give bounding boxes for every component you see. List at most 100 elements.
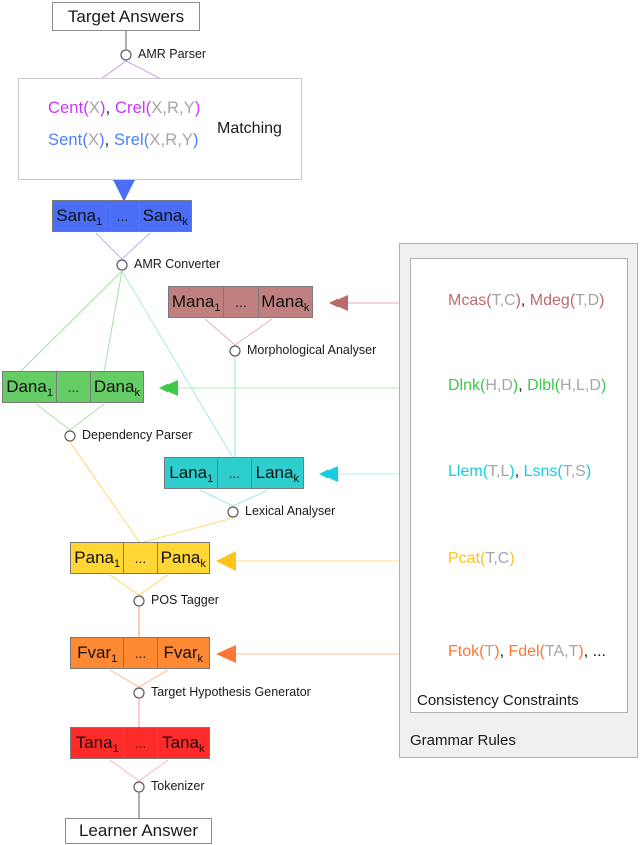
- formula-arg: X,R,Y: [149, 131, 194, 149]
- sequence-cell-first: Lana1: [169, 463, 214, 485]
- formula-arg: T,S: [562, 463, 586, 480]
- formula-fn: Cent: [48, 99, 84, 117]
- formula-arg: T,D: [575, 292, 600, 309]
- node-label-amr-parser: AMR Parser: [138, 47, 207, 61]
- formula-fn: ): [515, 292, 521, 309]
- rule-text-pos-rules: Pcat(T,C): [448, 550, 515, 568]
- node-circle-amr-parser: [120, 49, 132, 61]
- formula-fn: (: [145, 99, 152, 117]
- formula-fn: Mcas: [448, 292, 487, 309]
- formula-arg: X: [88, 99, 100, 117]
- rule-text-lex-rules: Llem(T,L), Lsns(T,S): [448, 463, 591, 481]
- sequence-box-fvar: Fvar1...Fvark: [70, 637, 210, 669]
- matching-title: Matching: [217, 120, 282, 137]
- grammar-rules-label: Grammar Rules: [410, 732, 516, 749]
- rule-text-morph-rules: Mcas(T,C), Mdeg(T,D): [448, 292, 604, 310]
- formula-fn: (: [83, 99, 89, 117]
- sequence-box-dana: Dana1...Danak: [2, 371, 144, 403]
- formula-fn: Srel: [114, 131, 144, 149]
- formula-arg: T,L: [488, 463, 510, 480]
- formula-fn: Ftok: [448, 643, 480, 660]
- matching-predicates-s: Sent(X), Srel(X,R,Y): [48, 131, 199, 150]
- sequence-cell-ellipsis: ...: [56, 372, 90, 402]
- formula-fn: (: [539, 643, 545, 660]
- node-label-pos-tagger: POS Tagger: [151, 593, 219, 607]
- sequence-cell-last: Manak: [257, 287, 312, 317]
- sequence-box-pana: Pana1...Panak: [70, 542, 210, 574]
- consistency-constraints-panel: [410, 258, 628, 713]
- sequence-cell-first: Pana1: [74, 548, 121, 570]
- formula-fn: Sent: [48, 131, 83, 149]
- formula-fn: (: [486, 292, 492, 309]
- formula-comma: ,: [105, 99, 111, 117]
- formula-fn: ): [599, 292, 605, 309]
- node-circle-tokenizer: [133, 781, 145, 793]
- formula-fn: Crel: [114, 99, 146, 117]
- rule-text-dep-rules: Dlnk(H,D), Dlbl(H,L,D): [448, 377, 606, 395]
- sequence-cell-last: Sanak: [138, 201, 191, 231]
- node-circle-lexical: [227, 506, 239, 518]
- formula-fn: Dlnk: [448, 377, 481, 394]
- learner-answer-box: Learner Answer: [65, 818, 212, 844]
- formula-fn: (: [480, 377, 486, 394]
- formula-fn: (: [479, 643, 485, 660]
- node-label-morph: Morphological Analyser: [247, 343, 377, 357]
- formula-arg: T: [484, 643, 495, 660]
- sequence-box-sana: Sana1...Sanak: [52, 200, 192, 232]
- formula-fn: ): [578, 643, 584, 660]
- node-circle-amr-converter: [116, 259, 128, 271]
- node-label-dep-parser: Dependency Parser: [82, 428, 193, 442]
- sequence-cell-ellipsis: ...: [123, 638, 156, 668]
- node-label-lexical: Lexical Analyser: [245, 504, 336, 518]
- formula-fn: (: [82, 131, 88, 149]
- formula-fn: (: [480, 550, 486, 567]
- sequence-cell-last: Lanak: [250, 458, 303, 488]
- sequence-cell-ellipsis: ...: [105, 201, 138, 231]
- formula-fn: ): [194, 99, 201, 117]
- formula-fn: Pcat: [448, 550, 481, 567]
- matching-predicates-c: Cent(X), Crel(X,R,Y): [48, 99, 200, 118]
- sequence-cell-last: Fvark: [156, 638, 209, 668]
- formula-arg: X,R,Y: [151, 99, 195, 117]
- node-circle-morph: [229, 345, 241, 357]
- target-answers-label: Target Answers: [67, 6, 185, 26]
- sequence-cell-ellipsis: ...: [217, 458, 250, 488]
- formula-fn: Fdel: [508, 643, 540, 660]
- node-label-thg: Target Hypothesis Generator: [151, 685, 311, 699]
- formula-arg: T,C: [485, 550, 510, 567]
- sequence-cell-first: Fvar1: [77, 643, 118, 665]
- learner-answer-label: Learner Answer: [78, 821, 199, 840]
- formula-comma: ,: [499, 643, 505, 660]
- formula-fn: (: [554, 377, 561, 394]
- rule-text-tok-rules: Ftok(T), Fdel(TA,T), ...: [448, 643, 606, 661]
- formula-fn: Dlbl: [527, 377, 555, 394]
- formula-arg: H,D: [485, 377, 513, 394]
- formula-fn: ): [509, 550, 515, 567]
- formula-fn: ): [494, 643, 500, 660]
- sequence-cell-ellipsis: ...: [123, 728, 156, 758]
- formula-fn: (: [482, 463, 489, 480]
- formula-fn: ): [600, 377, 607, 394]
- sequence-cell-first: Sana1: [56, 206, 103, 228]
- formula-arg: TA,T: [544, 643, 579, 660]
- sequence-cell-ellipsis: ...: [123, 543, 156, 573]
- sequence-cell-first: Dana1: [6, 377, 53, 399]
- formula-fn: ): [512, 377, 519, 394]
- formula-arg: T,C: [491, 292, 516, 309]
- sequence-cell-ellipsis: ...: [223, 287, 257, 317]
- matching-panel: [18, 78, 302, 180]
- sequence-cell-first: Mana1: [171, 292, 221, 314]
- formula-arg: X: [87, 131, 100, 149]
- formula-fn: Lsns: [523, 463, 558, 480]
- formula-comma: ,: [518, 377, 523, 394]
- formula-fn: Mdeg: [529, 292, 570, 309]
- node-label-tokenizer: Tokenizer: [151, 779, 205, 793]
- formula-fn: ): [193, 131, 199, 149]
- node-label-amr-converter: AMR Converter: [134, 257, 221, 271]
- target-answers-box: Target Answers: [52, 2, 200, 31]
- formula-comma: ,: [104, 131, 110, 149]
- sequence-cell-first: Tana1: [75, 733, 119, 755]
- formula-fn: (: [143, 131, 150, 149]
